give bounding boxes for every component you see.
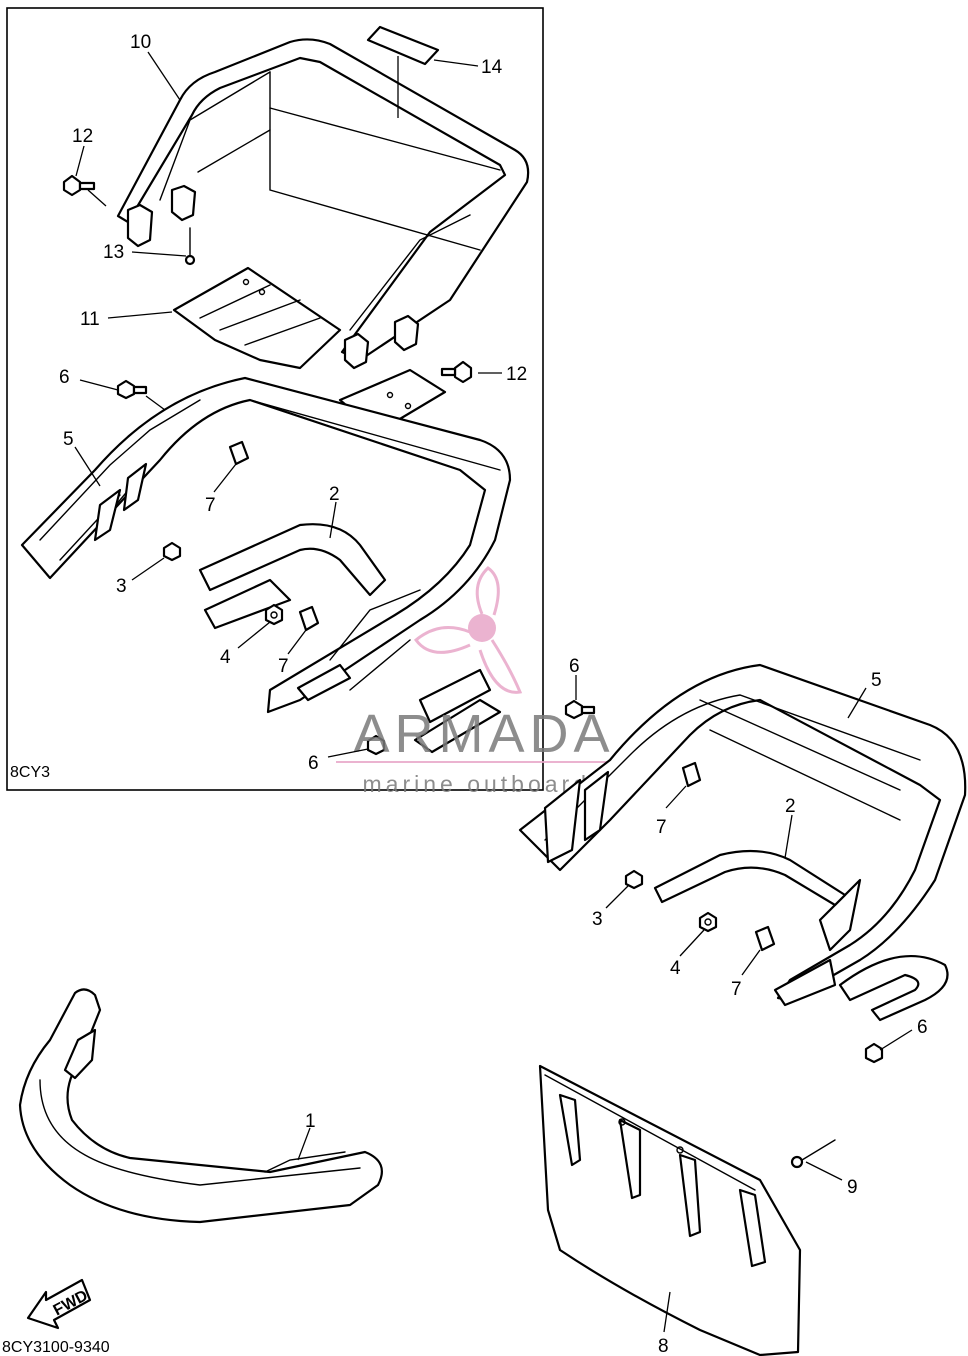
part-5-frame-inset: [20, 376, 512, 754]
callout-3-inset: 3: [116, 576, 127, 597]
callout-9: 9: [847, 1177, 858, 1198]
part-6-bolt-main-b: [864, 1042, 884, 1064]
callout-4-inset: 4: [220, 647, 231, 668]
inset-code: 8CY3: [10, 764, 50, 781]
part-12-bolt-right: [440, 360, 473, 384]
part-3-bolt-inset: [162, 541, 182, 562]
part-10-basket: [116, 38, 530, 370]
part-14-label: [366, 25, 440, 66]
leader-lines: [74, 51, 913, 1333]
part-12-bolt-left: [62, 174, 96, 197]
part-6-bolt-inset-b: [366, 734, 386, 756]
part-4-nut-inset: [264, 603, 284, 626]
callout-4-main: 4: [670, 958, 681, 979]
callout-12-left: 12: [72, 126, 93, 147]
part-2-brace-inset: [198, 523, 387, 630]
part-7-clip-main-a: [681, 761, 702, 788]
callout-6-inset-b: 6: [308, 753, 319, 774]
part-4-nut-main: [698, 911, 718, 933]
part-6-bolt-main-a: [564, 699, 596, 720]
part-2-brace-main: [653, 849, 847, 907]
callout-3-main: 3: [592, 909, 603, 930]
callout-2-main: 2: [785, 796, 796, 817]
part-13-rivet: [184, 227, 196, 266]
callout-6-main-a: 6: [569, 656, 580, 677]
part-7-clip-inset-a: [228, 440, 250, 466]
callout-8: 8: [658, 1336, 669, 1356]
callout-11: 11: [80, 309, 100, 330]
watermark-propeller-icon: [413, 566, 523, 694]
callouts: 14 10 12 13 11 12 6 5 7 2 3 4 7 6 6 5 7 …: [59, 32, 928, 1356]
watermark-tagline: marine outboards: [363, 771, 606, 797]
callout-14: 14: [481, 57, 503, 78]
callout-5-inset: 5: [63, 429, 74, 450]
callout-7-main-a: 7: [656, 817, 667, 838]
callout-12-right: 12: [506, 364, 527, 385]
part-8-mudflap: [538, 1064, 802, 1356]
callout-2-inset: 2: [329, 484, 340, 505]
callout-10: 10: [130, 32, 151, 53]
part-9-rivet: [790, 1139, 836, 1169]
callout-1: 1: [305, 1111, 316, 1132]
part-7-clip-main-b: [754, 925, 776, 952]
part-5-frame-main: [518, 663, 967, 1022]
inset-frame: [6, 7, 544, 791]
part-1-bumper: [18, 988, 383, 1224]
callout-7-inset-a: 7: [205, 495, 216, 516]
fwd-arrow-icon: FWD: [26, 1278, 92, 1330]
callout-6-inset-a: 6: [59, 367, 70, 388]
part-7-clip-inset-b: [298, 605, 320, 632]
diagram-code: 8CY3100-9340: [2, 1339, 110, 1356]
callout-5-main: 5: [871, 670, 882, 691]
part-6-bolt-inset-a: [116, 379, 148, 400]
callout-7-inset-b: 7: [278, 656, 289, 677]
callout-13: 13: [103, 242, 124, 263]
part-3-bolt-main: [624, 869, 644, 890]
callout-6-main-b: 6: [917, 1017, 928, 1038]
callout-7-main-b: 7: [731, 979, 742, 1000]
